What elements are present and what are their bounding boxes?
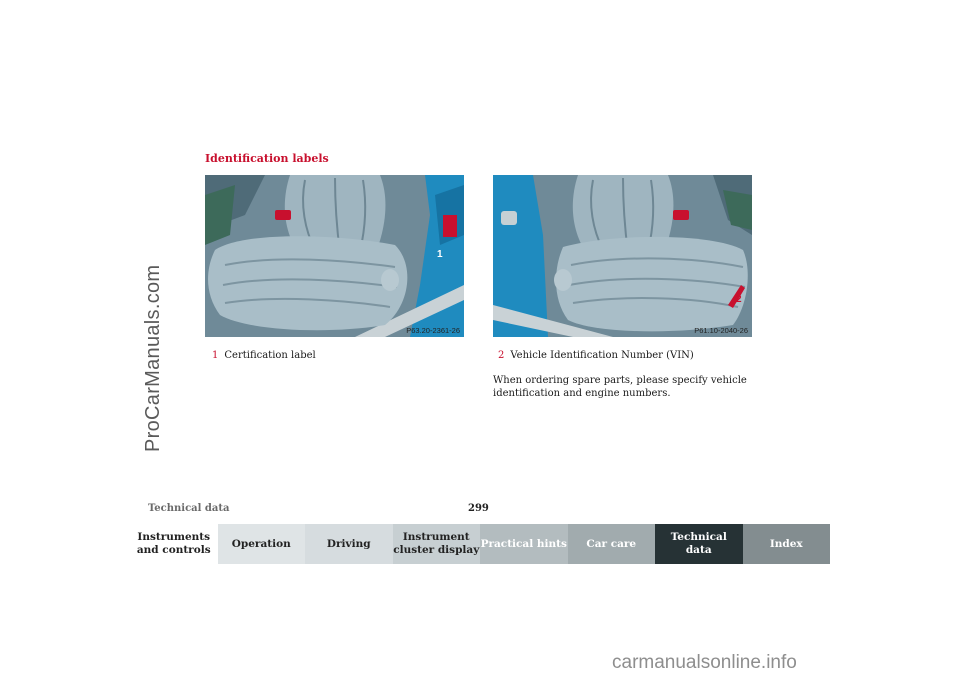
tab-practical-hints[interactable]: Practical hints	[480, 524, 568, 564]
caption-certification-label: 1 Certification label	[212, 350, 316, 361]
page-number: 299	[468, 503, 489, 514]
spare-parts-note: When ordering spare parts, please specif…	[493, 375, 747, 399]
footer-section-title: Technical data	[148, 503, 230, 514]
tab-technical-data[interactable]: Technical data	[655, 524, 743, 564]
caption-number: 1	[212, 350, 219, 361]
figure-code: P61.10-2040-26	[694, 326, 748, 335]
tab-instruments-and-controls[interactable]: Instruments and controls	[130, 524, 218, 564]
tab-index[interactable]: Index	[742, 524, 830, 564]
figure-marker-1: 1	[437, 249, 443, 260]
watermark-side: ProCarManuals.com	[142, 264, 164, 452]
caption-number: 2	[498, 350, 505, 361]
section-title: Identification labels	[205, 152, 329, 165]
tab-driving[interactable]: Driving	[305, 524, 393, 564]
tab-instrument-cluster-display[interactable]: Instrument cluster display	[392, 524, 480, 564]
figure-certification-label: 1 P63.20-2361-26	[205, 175, 464, 337]
chapter-nav-bar: Instruments and controls Operation Drivi…	[130, 524, 830, 564]
figure-marker-2: 2	[736, 294, 742, 305]
seat-illustration-left: 1	[205, 175, 464, 337]
seat-illustration-right: 2	[493, 175, 752, 337]
caption-text: Certification label	[224, 350, 316, 361]
figure-vin-label: 2 P61.10-2040-26	[493, 175, 752, 337]
caption-text: Vehicle Identification Number (VIN)	[510, 350, 694, 361]
tab-operation[interactable]: Operation	[217, 524, 305, 564]
figure-code: P63.20-2361-26	[406, 326, 460, 335]
tab-car-care[interactable]: Car care	[567, 524, 655, 564]
watermark-bottom: carmanualsonline.info	[612, 652, 797, 673]
caption-vin: 2 Vehicle Identification Number (VIN)	[498, 350, 694, 361]
